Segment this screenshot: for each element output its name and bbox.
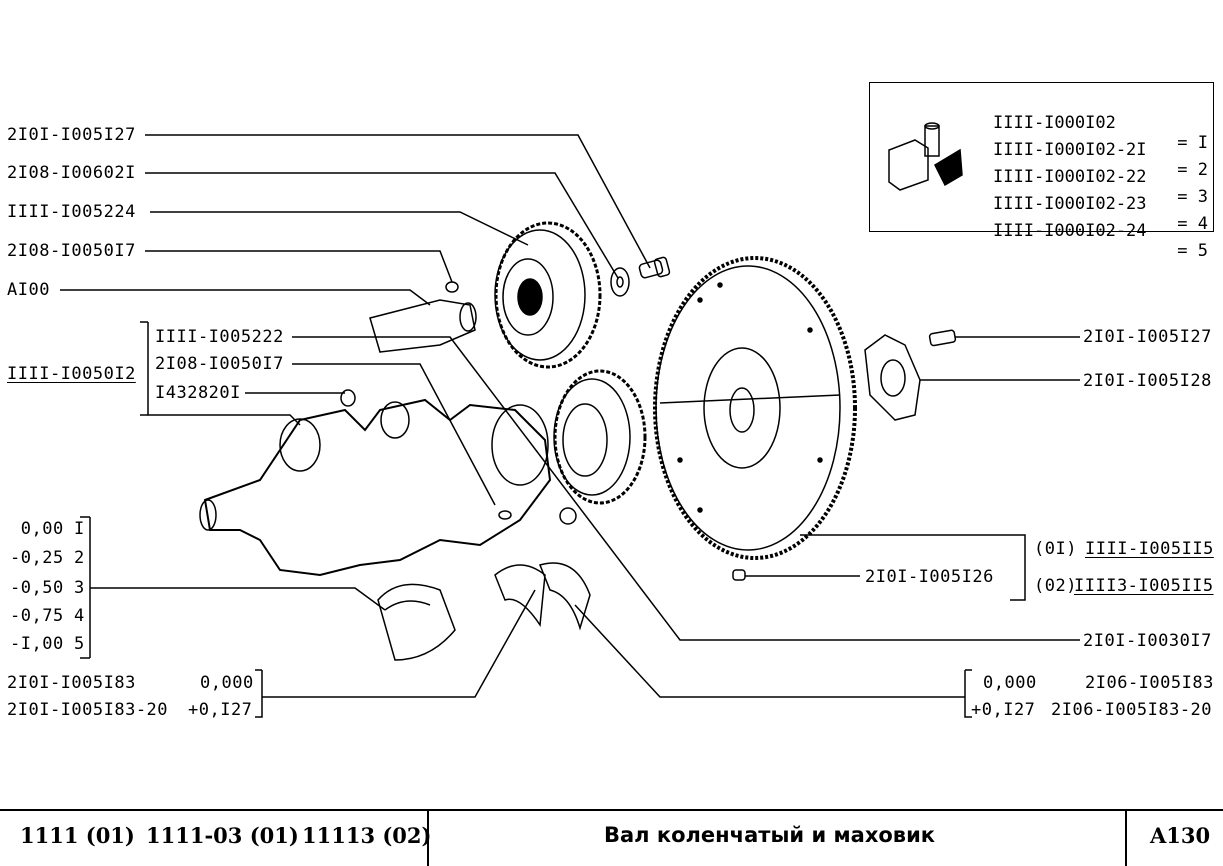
- washer: [610, 267, 630, 297]
- model-code: 1111-03 (01): [146, 823, 299, 848]
- legend-number: = 2: [1177, 160, 1208, 180]
- legend-row: IIII-I000I02 = I: [993, 93, 1208, 173]
- dowel-pin: [732, 569, 746, 581]
- size-value: -0,25: [10, 548, 64, 568]
- variant-prefix: (02): [1034, 576, 1077, 596]
- model-code: 11113 (02): [302, 823, 432, 848]
- size-number: 2: [74, 548, 85, 568]
- page-code: A130: [1150, 823, 1211, 848]
- size-number: I: [74, 519, 85, 539]
- bearing-value: 0,000: [200, 673, 254, 693]
- page-title: Вал коленчатый и маховик: [604, 823, 936, 847]
- part-label: 2I0I-I005I27: [7, 125, 136, 145]
- part-label: 2I08-I0050I7: [155, 354, 284, 374]
- size-number: 5: [74, 634, 85, 654]
- size-number: 3: [74, 578, 85, 598]
- main-bearing-right: [494, 562, 591, 631]
- flywheel-assembly-label: IIII3-I005II5: [1074, 576, 1214, 596]
- divider: [427, 811, 429, 866]
- part-label: I432820I: [155, 383, 241, 403]
- bolt-small: [638, 256, 671, 279]
- legend-code: IIII-I000I02-22: [993, 167, 1147, 187]
- legend-code: IIII-I000I02-2I: [993, 140, 1147, 160]
- bearing-code: 2I06-I005I83: [1085, 673, 1214, 693]
- crankshaft: [199, 389, 577, 577]
- flywheel-bolt: [928, 329, 957, 347]
- part-label: AI00: [7, 280, 50, 300]
- variant-legend: IIII-I000I02 = I IIII-I000I02-2I = 2 III…: [869, 82, 1214, 261]
- bearing-value: 0,000: [983, 673, 1037, 693]
- legend-icon: [888, 122, 963, 191]
- size-value: -I,00: [10, 634, 64, 654]
- divider: [1125, 811, 1127, 866]
- main-bearing-left: [377, 583, 456, 661]
- crank-pulley-nose: [369, 299, 477, 353]
- legend-code: IIII-I000I02: [993, 113, 1116, 133]
- bearing-code: 2I0I-I005I83-20: [7, 700, 169, 720]
- legend-code: IIII-I000I02-23: [993, 194, 1147, 214]
- legend-number: = 3: [1177, 187, 1208, 207]
- part-label: 2I0I-I0030I7: [1083, 631, 1212, 651]
- title-block: 1111 (01) 1111-03 (01) 11113 (02) Вал ко…: [0, 809, 1223, 866]
- flywheel-assembly-label: IIII-I005II5: [1085, 539, 1214, 559]
- legend-row: IIII-I000I02-2I = 2: [993, 120, 1208, 200]
- size-value: -0,75: [10, 606, 64, 626]
- shaft-key: [445, 281, 459, 293]
- bearing-code: 2I06-I005I83-20: [1051, 700, 1213, 720]
- part-label: 2I0I-I005I28: [1083, 371, 1212, 391]
- part-label: 2I08-I0050I7: [7, 241, 136, 261]
- upper-gear: [494, 221, 602, 369]
- model-code: 1111 (01): [20, 823, 135, 848]
- legend-row: IIII-I000I02-23 = 4: [993, 174, 1208, 254]
- bearing-code: 2I0I-I005I83: [7, 673, 136, 693]
- part-label: IIII-I005222: [155, 327, 284, 347]
- lower-gear: [553, 369, 647, 505]
- legend-row: IIII-I000I02-22 = 3: [993, 147, 1208, 227]
- size-value: 0,00: [10, 519, 64, 539]
- flywheel: [653, 256, 857, 560]
- bearing-value: +0,I27: [971, 700, 1036, 720]
- exploded-view-drawing: [60, 122, 1080, 718]
- lock-plate: [864, 334, 921, 421]
- legend-row: IIII-I000I02-24 = 5: [993, 201, 1208, 281]
- size-number: 4: [74, 606, 85, 626]
- part-label: 2I08-I00602I: [7, 163, 136, 183]
- part-label: 2I0I-I005I26: [865, 567, 994, 587]
- part-label: IIII-I005224: [7, 202, 136, 222]
- size-value: -0,50: [10, 578, 64, 598]
- bearing-value: +0,I27: [188, 700, 253, 720]
- legend-number: = I: [1177, 133, 1208, 153]
- leader-lines: [60, 134, 1080, 718]
- legend-code: IIII-I000I02-24: [993, 221, 1147, 241]
- legend-number: = 5: [1177, 241, 1208, 261]
- part-label: 2I0I-I005I27: [1083, 327, 1212, 347]
- crankshaft-assembly-label: IIII-I0050I2: [7, 364, 136, 384]
- legend-number: = 4: [1177, 214, 1208, 234]
- variant-prefix: (0I): [1034, 539, 1077, 559]
